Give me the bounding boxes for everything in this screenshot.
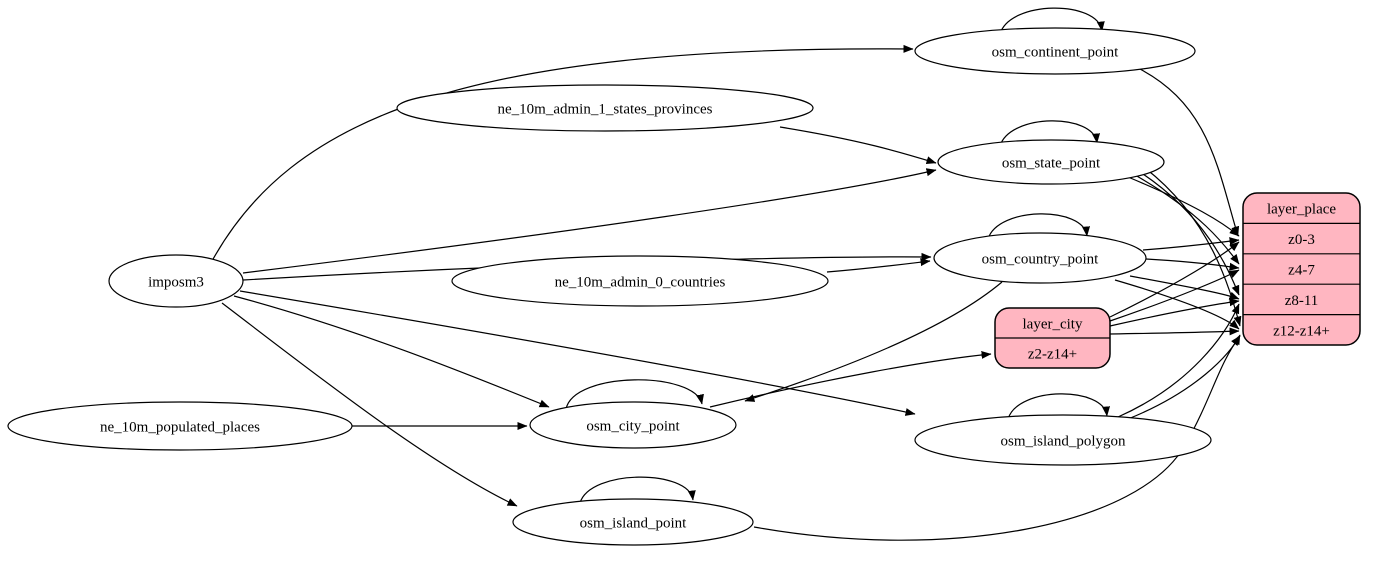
node-label-osm_continent_point: osm_continent_point (992, 45, 1119, 61)
node-osm_island_polygon (914, 414, 1212, 466)
node-ne_10m_admin_1_states_provinces (396, 84, 814, 132)
node-imposm3 (108, 254, 244, 308)
node-ne_10m_admin_0_countries (451, 255, 829, 307)
node-osm_country_point (933, 232, 1147, 284)
self-loop-osm_continent_point (999, 7, 1105, 35)
edge-osm_country_point-to-layer_place (1129, 275, 1240, 300)
node-label-ne_10m_admin_0_countries: ne_10m_admin_0_countries (555, 275, 726, 291)
edge-osm_country_point-to-layer_place (1114, 279, 1240, 330)
edge-ne_10m_admin_0_countries-to-osm_country_point (826, 258, 931, 273)
edge-imposm3-to-osm_state_point (242, 168, 937, 274)
record-layer_place (1242, 192, 1361, 346)
node-label-ne_10m_populated_places: ne_10m_populated_places (100, 420, 260, 436)
edge-osm_island_polygon-to-layer_place (1127, 334, 1241, 420)
node-label-ne_10m_admin_1_states_provinces: ne_10m_admin_1_states_provinces (498, 102, 713, 118)
edge-osm_continent_point-to-layer_place (1137, 67, 1240, 237)
record-row-layer_city-layer_city: layer_city (1023, 317, 1083, 333)
node-osm_city_point (529, 401, 737, 449)
edge-ne_10m_admin_1_states_provinces-to-osm_state_point (779, 126, 937, 165)
node-osm_island_point (512, 498, 754, 546)
record-row-layer_place-layer_place: layer_place (1267, 202, 1336, 218)
record-row-layer_place-z4-7: z4-7 (1288, 263, 1315, 279)
self-loop-osm_island_polygon (1007, 393, 1111, 420)
edge-osm_country_point-to-osm_city_point (744, 281, 1003, 402)
record-row-layer_place-z12-z14+: z12-z14+ (1273, 323, 1330, 339)
edge-osm_state_point-to-layer_place (1127, 176, 1240, 237)
self-loop-osm_island_point (579, 476, 696, 504)
edge-layer_city-to-layer_place (1109, 327, 1240, 336)
node-ne_10m_populated_places (7, 401, 353, 451)
edge-imposm3-to-osm_continent_point (211, 44, 914, 262)
node-label-osm_island_point: osm_island_point (580, 516, 688, 532)
record-row-layer_place-z8-11: z8-11 (1285, 293, 1319, 309)
node-label-osm_city_point: osm_city_point (586, 419, 680, 435)
edge-osm_state_point-to-layer_place (1139, 171, 1240, 296)
edge-osm_island_polygon-to-layer_place (1117, 303, 1240, 418)
self-loop-osm_country_point (987, 213, 1091, 240)
edge-imposm3-to-osm_island_point (221, 302, 518, 507)
self-loop-osm_state_point (999, 120, 1101, 147)
edge-imposm3-to-osm_city_point (233, 295, 550, 408)
node-osm_continent_point (914, 27, 1196, 75)
node-label-imposm3: imposm3 (148, 275, 204, 291)
edge-imposm3-to-osm_island_polygon (239, 290, 916, 416)
record-row-layer_place-z0-3: z0-3 (1288, 232, 1315, 248)
record-row-layer_city-z2-z14+: z2-z14+ (1028, 347, 1077, 363)
edge-osm_country_point-to-layer_place (1142, 237, 1240, 251)
edge-osm_state_point-to-layer_place (1134, 174, 1240, 265)
edge-osm_island_point-to-layer_place (753, 335, 1241, 541)
node-label-osm_island_polygon: osm_island_polygon (1000, 434, 1126, 450)
edge-layer_city-to-layer_place (1109, 269, 1240, 322)
node-label-osm_country_point: osm_country_point (982, 252, 1099, 268)
node-label-osm_state_point: osm_state_point (1002, 156, 1101, 172)
node-osm_state_point (937, 139, 1165, 185)
edge-osm_country_point-to-layer_place (1145, 258, 1240, 271)
edge-layer_city-to-layer_place (1109, 241, 1240, 318)
edge-layer_city-to-layer_place (1109, 298, 1240, 327)
self-loop-osm_city_point (565, 379, 704, 410)
